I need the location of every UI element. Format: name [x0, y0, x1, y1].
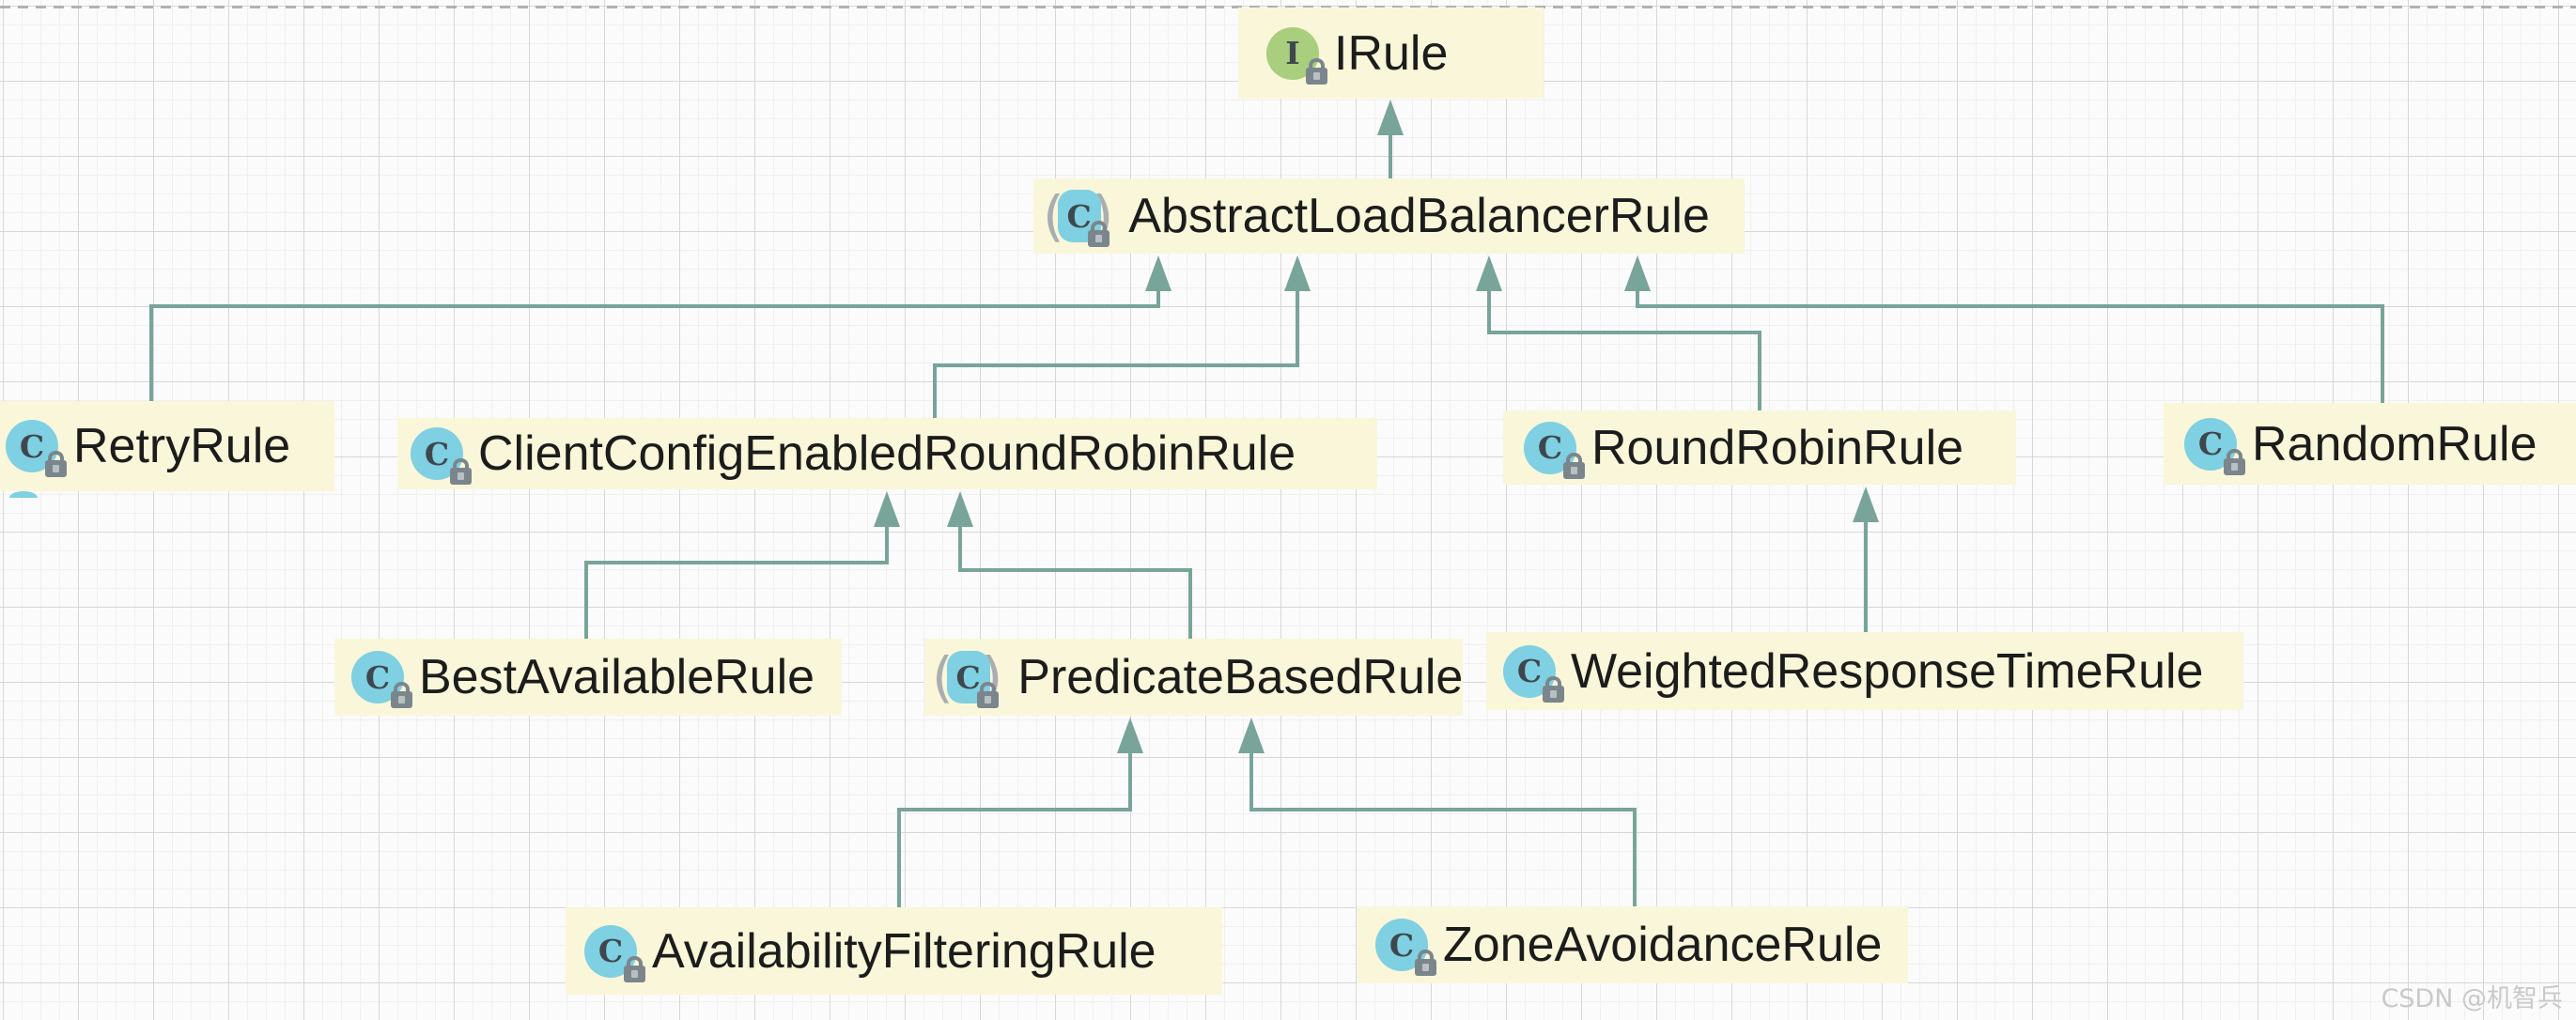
page-boundary-dashed-line [0, 6, 2576, 8]
node-label: PredicateBasedRule [1017, 650, 1464, 704]
icon-letter: C [584, 924, 645, 982]
inheritance-arrowhead-icon [1284, 255, 1311, 291]
icon-letter: C [1375, 919, 1436, 976]
inheritance-arrowhead-icon [874, 491, 900, 527]
node-label: AvailabilityFilteringRule [652, 923, 1156, 979]
icon-letter: C [351, 651, 412, 708]
inheritance-arrowhead-icon [1117, 718, 1143, 753]
inheritance-edge-segment [1249, 748, 1253, 811]
node-predicate-based-rule[interactable]: (C) PredicateBasedRule [924, 639, 1463, 716]
icon-letter: I [1266, 26, 1327, 85]
node-label: BestAvailableRule [419, 650, 815, 704]
lock-badge-icon [1306, 57, 1327, 85]
inheritance-edge-segment [1128, 748, 1132, 811]
lock-badge-icon [1563, 452, 1585, 479]
class-icon: C [411, 427, 472, 485]
lock-badge-icon [976, 682, 999, 708]
inheritance-edge-segment [897, 808, 901, 909]
lock-badge-icon [450, 458, 472, 485]
inheritance-edge-segment [1864, 517, 1868, 634]
inheritance-edge-segment [1487, 286, 1491, 334]
node-label: RetryRule [73, 419, 291, 473]
inheritance-arrowhead-icon [947, 491, 973, 527]
class-icon: C [6, 420, 67, 477]
node-label: IRule [1334, 25, 1449, 81]
icon-letter: C [2184, 417, 2245, 475]
inheritance-arrowhead-icon [1377, 100, 1404, 135]
icon-letter: C [1057, 190, 1110, 247]
inheritance-arrowhead-icon [1853, 487, 1879, 522]
icon-letter: C [411, 427, 472, 485]
node-label: RoundRobinRule [1591, 420, 1964, 475]
inheritance-edge-segment [1633, 808, 1637, 908]
inheritance-edge-segment [1156, 286, 1160, 308]
node-label: WeightedResponseTimeRule [1571, 643, 2204, 699]
inheritance-edge-segment [1636, 304, 2384, 308]
abstract-class-icon: (C) [1043, 189, 1113, 247]
inheritance-edge-segment [2381, 304, 2384, 405]
occluded-node-icon-fragment [9, 491, 38, 498]
lock-badge-icon [2224, 448, 2245, 475]
lock-badge-icon [1543, 675, 1564, 703]
lock-badge-icon [45, 451, 67, 477]
inheritance-edge-segment [1487, 331, 1761, 334]
node-label: RandomRule [2252, 416, 2537, 471]
inheritance-edge-segment [1296, 286, 1299, 367]
lock-badge-icon [1415, 950, 1436, 976]
interface-icon: I [1266, 26, 1327, 85]
abstract-class-icon: (C) [932, 650, 1002, 708]
inheritance-arrowhead-icon [1145, 255, 1172, 291]
node-label: ClientConfigEnabledRoundRobinRule [478, 426, 1296, 481]
watermark: CSDN @机智兵 [2381, 984, 2563, 1013]
icon-letter: C [6, 420, 67, 477]
node-label: AbstractLoadBalancerRule [1128, 189, 1710, 243]
node-label: ZoneAvoidanceRule [1443, 918, 1883, 972]
inheritance-edge-segment [933, 363, 1299, 367]
inheritance-edge-segment [1188, 568, 1192, 641]
inheritance-edge-segment [584, 561, 588, 641]
icon-letter: C [946, 651, 999, 708]
inheritance-edge-segment [885, 521, 889, 564]
inheritance-edge-segment [584, 561, 889, 564]
class-icon: C [584, 924, 645, 982]
inheritance-arrowhead-icon [1624, 255, 1651, 291]
icon-letter: C [1524, 421, 1585, 479]
inheritance-edge-segment [958, 521, 962, 572]
inheritance-edge-segment [1636, 286, 1639, 308]
inheritance-edge-segment [933, 363, 937, 420]
lock-badge-icon [1087, 221, 1110, 247]
inheritance-edge-segment [897, 808, 1132, 811]
inheritance-arrowhead-icon [1476, 255, 1502, 291]
inheritance-edge-segment [149, 304, 1160, 308]
class-icon: C [1375, 919, 1436, 976]
inheritance-edge-segment [1389, 130, 1392, 180]
lock-badge-icon [624, 955, 645, 982]
inheritance-edge-segment [1758, 331, 1761, 412]
class-icon: C [1524, 421, 1585, 479]
lock-badge-icon [391, 682, 412, 708]
inheritance-edge-segment [149, 304, 153, 403]
inheritance-edge-segment [1249, 808, 1637, 811]
class-icon: C [1503, 644, 1564, 703]
class-icon: C [2184, 417, 2245, 475]
node-abstract-load-balancer-rule[interactable]: (C) AbstractLoadBalancerRule [1033, 178, 1745, 254]
inheritance-edge-segment [958, 568, 1192, 572]
icon-letter: C [1503, 644, 1564, 703]
class-icon: C [351, 651, 412, 708]
inheritance-arrowhead-icon [1238, 718, 1265, 753]
